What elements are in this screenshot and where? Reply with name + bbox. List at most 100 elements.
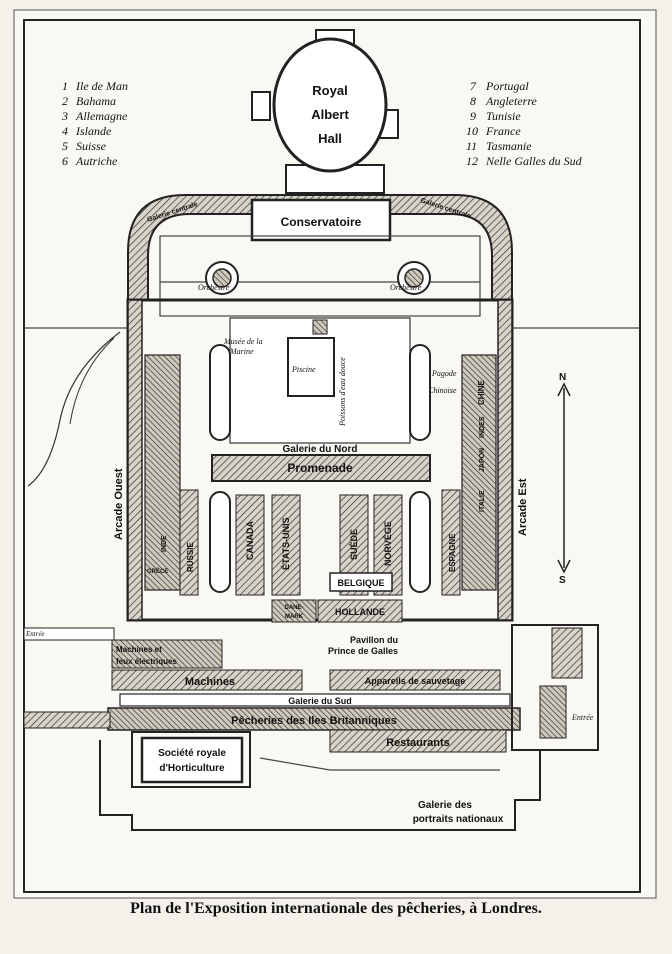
- conservatoire-label: Conservatoire: [281, 215, 362, 229]
- sauvetage-label: Appareils de sauvetage: [365, 676, 466, 686]
- oval-hall-se: [409, 491, 431, 593]
- east-entrance-complex: [511, 624, 599, 751]
- legend-item-galles-du-sud: Nelle Galles du Sud: [485, 154, 583, 168]
- musee-label-1: Musée de la: [223, 337, 263, 346]
- legend-num-12: 12: [466, 154, 478, 168]
- horticulture-label-1: Société royale: [158, 748, 226, 759]
- west-road: [27, 331, 121, 487]
- galerie-sud-label: Galerie du Sud: [288, 696, 352, 706]
- central-gallery-arc: [127, 194, 513, 301]
- machines-electriques-hall: [111, 639, 223, 669]
- fountain-block: [312, 319, 328, 335]
- norvege-label: NORVÈGE: [383, 521, 393, 566]
- oval-hall-nw: [209, 344, 231, 441]
- pavillon-label-1: Pavillon du: [350, 635, 398, 645]
- orchestra-right: [397, 261, 431, 295]
- legend-item-france: France: [485, 124, 521, 138]
- legend-item-tunisie: Tunisie: [486, 109, 521, 123]
- arcade-ouest-label: Arcade Ouest: [113, 468, 125, 540]
- machines-hall: [111, 669, 303, 691]
- horticulture-outer: [131, 731, 251, 788]
- portraits-label-2: portraits nationaux: [413, 814, 504, 825]
- grece-label: GRÈCE: [147, 567, 168, 575]
- russie-hall: [179, 489, 199, 596]
- legend-num-1: 1: [62, 79, 68, 93]
- oval-hall-sw: [209, 491, 231, 593]
- legend-item-autriche: Autriche: [75, 154, 118, 168]
- legend-item-allemagne: Allemagne: [75, 109, 128, 123]
- musee-label-2: Marine: [229, 347, 254, 356]
- legend-item-tasmanie: Tasmanie: [486, 139, 532, 153]
- legend-item-ile-de-man: Ile de Man: [75, 79, 128, 93]
- legend-num-4: 4: [62, 124, 68, 138]
- legend-item-bahama: Bahama: [76, 94, 116, 108]
- promenade-band: [211, 454, 431, 482]
- entree-right-label: Entrée: [571, 713, 594, 722]
- pagode-label-1: Pagode: [431, 369, 457, 378]
- danemark-label-2: MARK: [285, 614, 304, 620]
- west-entrance-corridor: [23, 627, 115, 641]
- southern-boundary: [99, 740, 541, 831]
- conservatoire-building: [250, 198, 392, 242]
- piscine-label: Piscine: [291, 365, 316, 374]
- south-garden-path: [259, 757, 331, 771]
- orchestra-left: [205, 261, 239, 295]
- legend-num-10: 10: [466, 124, 478, 138]
- russie-label: RUSSIE: [186, 542, 195, 572]
- pecheries-label: Pêcheries des Iles Britanniques: [231, 715, 397, 727]
- galerie-sud: [119, 693, 511, 707]
- promenade-label: Promenade: [287, 461, 353, 475]
- espagne-label: ESPAGNE: [448, 533, 457, 572]
- compass-north-label: N: [559, 372, 566, 383]
- orchestre-right-label: Orchestre: [390, 283, 422, 292]
- chine-label: CHINE: [477, 379, 486, 405]
- machines-label: Machines: [185, 676, 235, 688]
- indes-label: INDES: [479, 416, 486, 438]
- danemark-label-1: DANE-: [285, 605, 304, 611]
- horticulture-label-2: d'Horticulture: [159, 763, 225, 774]
- hollande-label: HOLLANDE: [335, 607, 385, 617]
- east-entrance-block: [551, 627, 583, 679]
- legend-item-islande: Islande: [75, 124, 112, 138]
- piscine: [287, 337, 335, 397]
- orchestre-left-label: Orchestre: [198, 283, 230, 292]
- pagode-label-2: Chinoise: [428, 386, 457, 395]
- map-frame: [23, 19, 641, 893]
- hollande-hall: [317, 599, 403, 623]
- arcade-est: [497, 299, 513, 621]
- legend-item-portugal: Portugal: [485, 79, 529, 93]
- espagne-hall: [441, 489, 461, 596]
- legend-num-6: 6: [62, 154, 68, 168]
- oval-hall-ne: [409, 344, 431, 441]
- pavillon-label-2: Prince de Galles: [328, 646, 398, 656]
- machines-elec-label-1: Machines et: [116, 645, 162, 654]
- italie-label: ITALIE: [479, 490, 486, 512]
- galerie-nord-label: Galerie du Nord: [282, 444, 357, 455]
- japon-label: JAPON: [479, 448, 486, 472]
- albert-label: Albert: [311, 107, 349, 122]
- inde-label: INDE: [161, 535, 168, 552]
- legend-item-angleterre: Angleterre: [485, 94, 538, 108]
- east-wing-block: [461, 354, 497, 591]
- danemark-hall: [271, 599, 317, 623]
- legend-num-5: 5: [62, 139, 68, 153]
- etats-unis-label: ÉTATS-UNIS: [281, 517, 291, 570]
- arcade-est-label: Arcade Est: [517, 478, 529, 536]
- royal-label: Royal: [312, 83, 347, 98]
- legend-right: 7 Portugal 8 Angleterre 9 Tunisie 10 Fra…: [466, 79, 583, 168]
- belgique-label: BELGIQUE: [337, 578, 384, 588]
- entree-left-label: Entrée: [25, 630, 45, 638]
- west-wing-block: [144, 354, 181, 591]
- legend-num-8: 8: [470, 94, 476, 108]
- suede-label: SUÈDE: [349, 529, 359, 560]
- legend-num-3: 3: [61, 109, 68, 123]
- legend-item-suisse: Suisse: [76, 139, 107, 153]
- west-entrance-path: [23, 711, 111, 729]
- etats-unis-hall: [271, 494, 301, 596]
- sauvetage-hall: [329, 669, 501, 691]
- legend-left: 1 Ile de Man 2 Bahama 3 Allemagne 4 Isla…: [61, 79, 128, 168]
- compass: [557, 382, 571, 574]
- canada-label: CANADA: [245, 521, 255, 560]
- compass-south-label: S: [559, 575, 566, 586]
- legend-num-11: 11: [466, 139, 477, 153]
